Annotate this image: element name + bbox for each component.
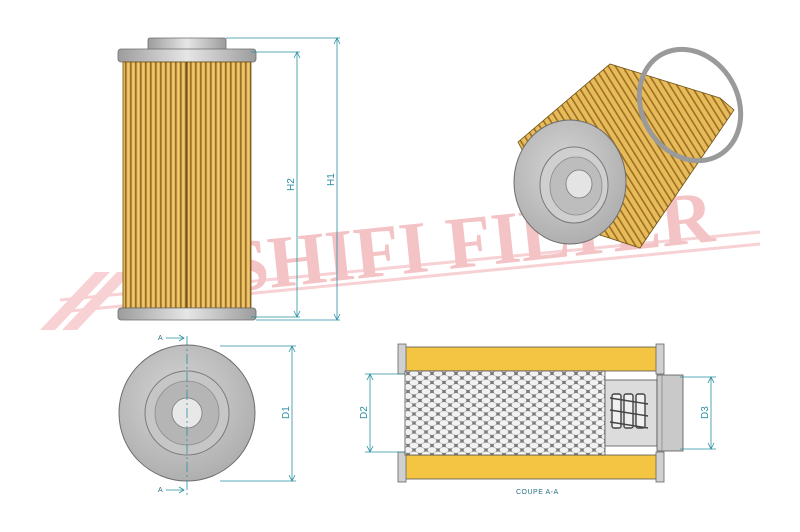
iso-bore <box>565 169 593 199</box>
d3-label: D3 <box>700 406 711 419</box>
front-view <box>117 37 257 321</box>
perforated-core <box>404 370 606 456</box>
d2-d3-dimensions <box>365 373 716 453</box>
d1-dimension <box>220 345 296 482</box>
section-top-media <box>399 346 663 372</box>
d1-label: D1 <box>281 406 292 419</box>
height-dimensions <box>226 37 341 321</box>
h1-label: H1 <box>326 173 337 186</box>
iso-rear-cap <box>636 46 744 164</box>
top-end-cap <box>117 48 257 63</box>
bypass-spring <box>609 393 649 429</box>
h2-label: H2 <box>286 178 297 191</box>
section-marker-top: A <box>158 335 163 342</box>
d2-label: D2 <box>359 406 370 419</box>
section-marker-bottom: A <box>158 487 163 494</box>
section-caption: COUPE A-A <box>516 489 559 496</box>
section-bottom-media <box>399 454 663 480</box>
section-outlet-neck <box>656 374 684 452</box>
section-line <box>166 334 188 496</box>
isometric-view <box>513 46 744 249</box>
bottom-end-cap <box>117 307 257 321</box>
cross-section <box>397 343 684 483</box>
